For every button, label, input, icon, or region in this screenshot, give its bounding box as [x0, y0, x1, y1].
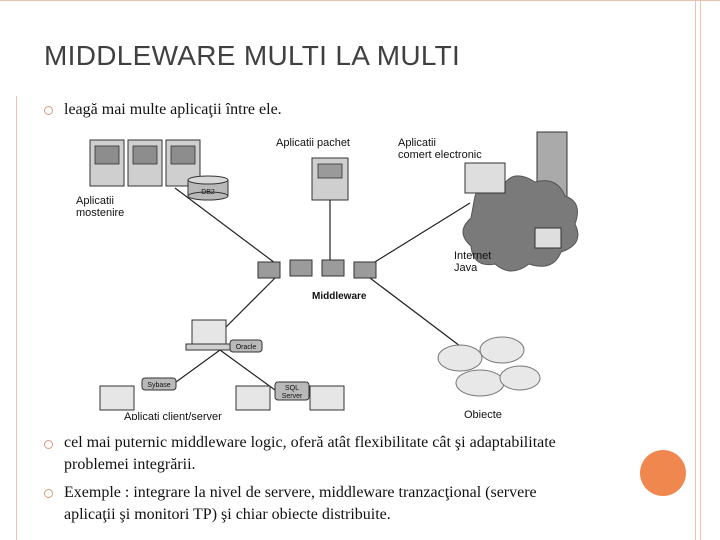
comert-label-line2: comert electronic [398, 149, 482, 161]
internet-label-line1: Internet [454, 250, 491, 262]
sql-monitor-icon [235, 385, 271, 411]
bullet-3-line-1: Exemple : integrare la nivel de servere,… [64, 484, 537, 501]
oracle-label: Oracle [236, 344, 257, 351]
middleware-cube-4 [353, 261, 377, 279]
bullet-text-2: cel mai puternic middleware logic, oferă… [64, 432, 634, 476]
client-monitor-icon [309, 385, 345, 411]
sybase-label: Sybase [147, 382, 170, 389]
bullet-marker-3 [44, 489, 53, 498]
obiecte-label: Obiecte [464, 409, 502, 420]
frame-top-line [0, 0, 720, 1]
mostenire-label-line2: mostenire [76, 207, 124, 219]
connection-lines [164, 187, 471, 391]
middleware-cubes [257, 259, 377, 279]
bullet-2-line-2: problemei integrării. [64, 456, 196, 473]
bullet-text-3: Exemple : integrare la nivel de servere,… [64, 482, 634, 526]
bullet-marker-2 [44, 440, 53, 449]
decorative-orange-circle [640, 450, 686, 496]
internet-label-line2: Java [454, 262, 478, 274]
client-server-label: Aplicati client/server [124, 411, 222, 420]
middleware-cube-3 [321, 259, 345, 277]
java-monitor-icon [534, 227, 562, 249]
sql-label-line1: SQL [285, 385, 299, 392]
line-mostenire [174, 187, 276, 264]
frame-right-line-2 [700, 0, 701, 540]
oracle-database-icon [229, 339, 263, 353]
frame-left-line [16, 96, 17, 540]
oracle-monitor-icon [191, 319, 227, 345]
db2-label: DB2 [201, 189, 215, 196]
sql-server-database-icon [274, 381, 310, 401]
sybase-monitor-icon [99, 385, 135, 411]
pachet-label: Aplicatii pachet [276, 137, 350, 149]
bullet-3-line-2: aplicaţii şi monitori TP) şi chiar obiec… [64, 506, 391, 523]
comert-label-line1: Aplicatii [398, 137, 436, 149]
comert-monitor-icon [464, 162, 506, 194]
bullet-2-line-1: cel mai puternic middleware logic, oferă… [64, 434, 556, 451]
sql-label-line2: Server [282, 393, 303, 400]
line-sql [219, 349, 276, 391]
db2-database-icon [187, 175, 229, 201]
middleware-cube-2 [289, 259, 313, 277]
mostenire-label-line1: Aplicatii [76, 195, 114, 207]
frame-right-line [695, 0, 696, 540]
line-obiecte [369, 277, 461, 347]
bullet-marker-1 [44, 106, 53, 115]
sybase-database-icon [141, 377, 177, 391]
mainframe-group [89, 139, 201, 187]
bullet-text-1: leagă mai multe aplicaţii între ele. [64, 101, 282, 118]
slide-title: MIDDLEWARE MULTI LA MULTI [44, 40, 461, 71]
middleware-cube-1 [257, 261, 281, 279]
middleware-label: Middleware [312, 291, 367, 302]
objects-clouds [437, 336, 541, 397]
line-comert [369, 202, 471, 266]
middleware-diagram: DB2 Aplicatii mostenire Aplicatii pachet… [76, 131, 579, 420]
